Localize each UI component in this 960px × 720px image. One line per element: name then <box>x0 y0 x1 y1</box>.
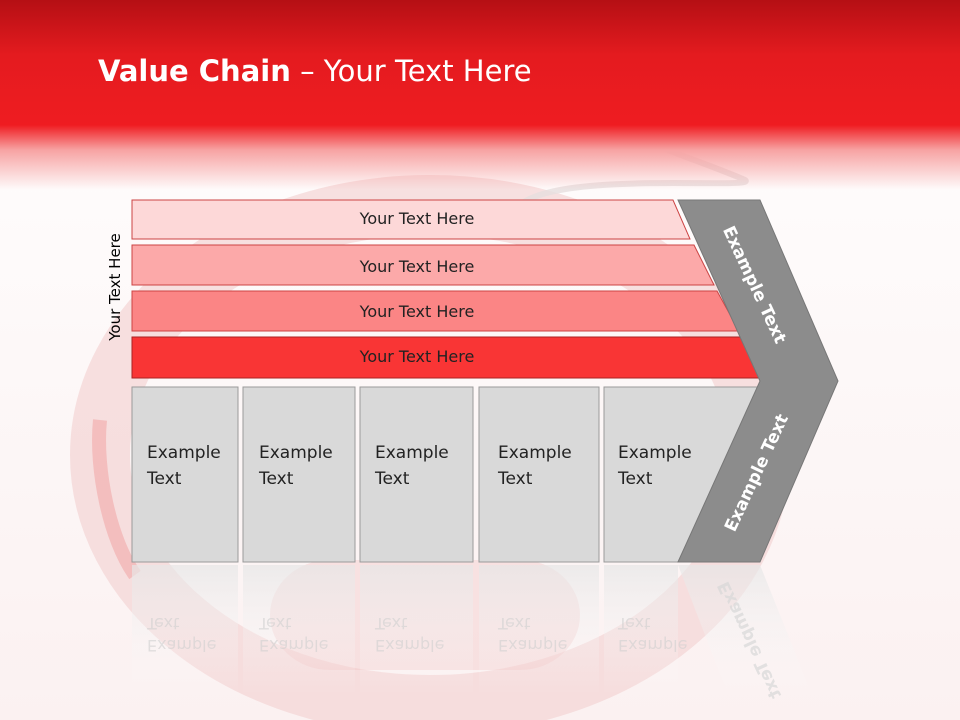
reflection <box>678 565 810 700</box>
primary-box-2 <box>242 386 356 563</box>
box-line-2: Text <box>147 469 182 489</box>
support-bar-2-label: Your Text Here <box>359 257 475 276</box>
page-title: Value Chain – Your Text Here <box>98 54 532 88</box>
primary-box-5-label: Example Text <box>618 440 708 492</box>
box-line-2: Text <box>259 469 294 489</box>
header-banner <box>0 0 960 190</box>
primary-box-4-label: Example Text <box>498 440 588 492</box>
primary-box-2-label: Example Text <box>259 440 349 492</box>
margin-chevron <box>677 199 839 563</box>
reflection <box>604 565 678 695</box>
box-line-1: Example <box>259 443 333 463</box>
reflection <box>360 565 473 695</box>
support-bar-2 <box>131 244 715 286</box>
reflection <box>479 565 599 695</box>
box-line-1: Example <box>147 443 221 463</box>
reflection <box>243 565 355 695</box>
box-line-1: Example <box>375 443 449 463</box>
box-line-2: Text <box>618 469 653 489</box>
primary-box-1 <box>131 386 239 563</box>
support-bar-4-label: Your Text Here <box>359 347 475 366</box>
box-line-1: Example <box>498 443 572 463</box>
primary-box-3-label: Example Text <box>375 440 465 492</box>
primary-box-1-label: Example Text <box>147 440 237 492</box>
primary-box-4 <box>478 386 600 563</box>
title-bold: Value Chain <box>98 54 291 88</box>
support-bar-1-label: Your Text Here <box>359 209 475 228</box>
support-bar-3-label: Your Text Here <box>359 302 475 321</box>
support-bar-1 <box>131 199 691 240</box>
box-line-2: Text <box>498 469 533 489</box>
box-line-1: Example <box>618 443 692 463</box>
title-rest: – Your Text Here <box>290 54 532 88</box>
reflection <box>132 565 238 695</box>
box-line-2: Text <box>375 469 410 489</box>
primary-box-3 <box>359 386 474 563</box>
